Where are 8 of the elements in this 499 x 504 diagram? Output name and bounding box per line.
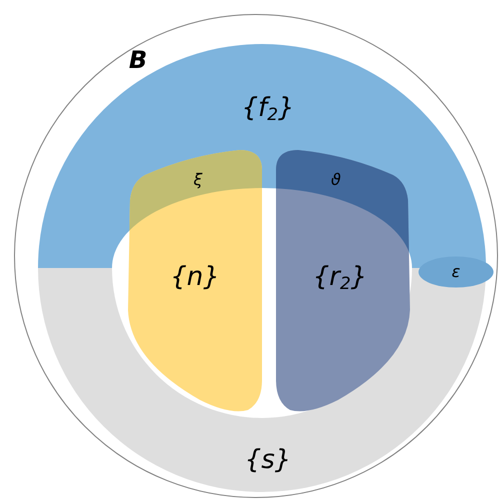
region-label: {n} bbox=[170, 264, 220, 290]
region-label: ε bbox=[452, 264, 460, 280]
region-label: {r$_{2}$} bbox=[312, 264, 368, 290]
overlap-label: ξ bbox=[194, 172, 202, 188]
region-label: {f$_{2}$} bbox=[242, 95, 294, 121]
set-label: B bbox=[128, 48, 148, 72]
overlap-label: ϑ bbox=[331, 172, 341, 188]
region-label: {s} bbox=[244, 447, 292, 473]
